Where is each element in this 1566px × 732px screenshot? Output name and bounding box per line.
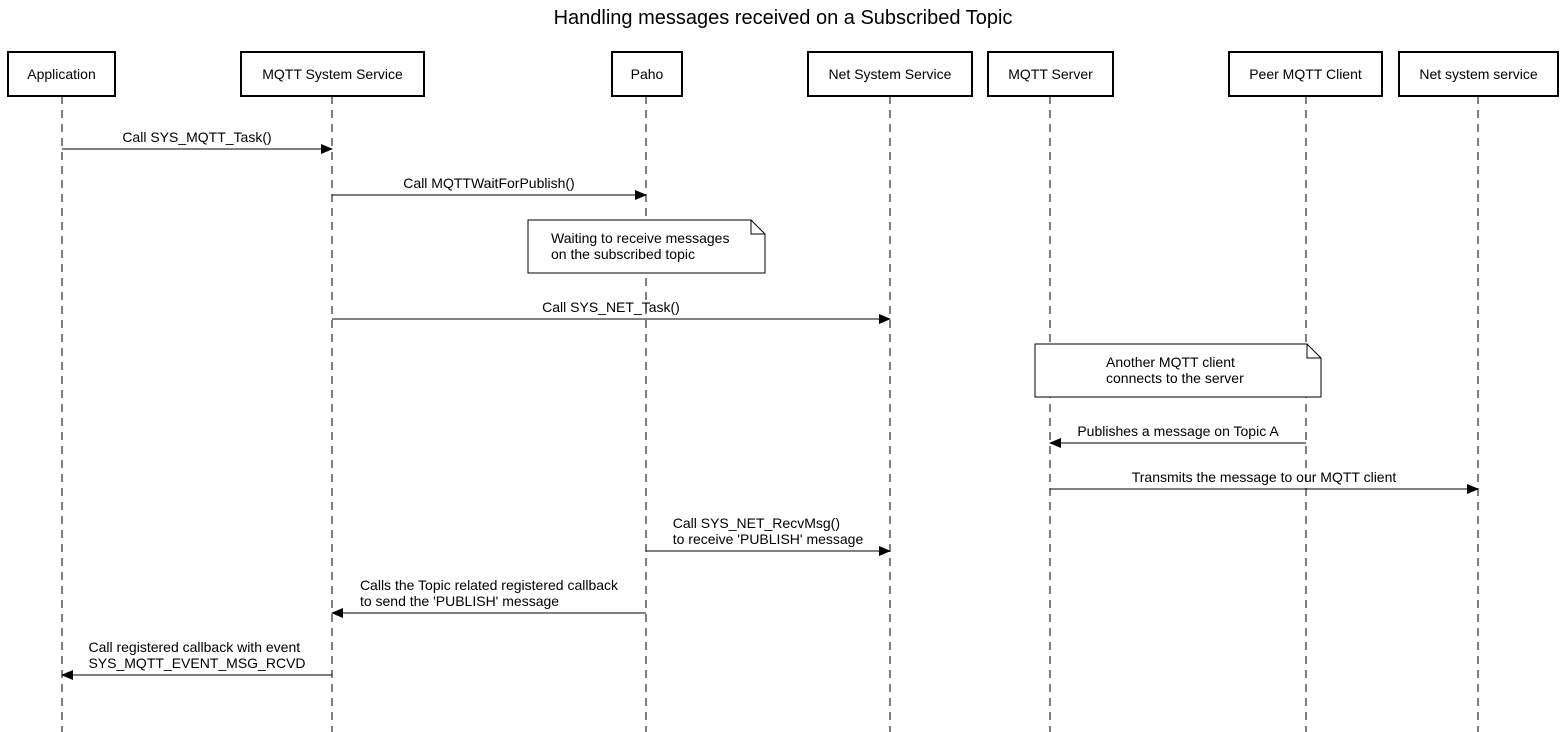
message-label: Publishes a message on Topic A	[1077, 423, 1279, 439]
message-label: to receive 'PUBLISH' message	[673, 531, 864, 547]
participant-box	[1398, 51, 1559, 97]
participant-box	[807, 51, 973, 97]
lifelines	[61, 96, 1479, 732]
message-mqtt_sys-to-paho: Call MQTTWaitForPublish()	[332, 175, 647, 200]
message-label: Call registered callback with event	[88, 639, 300, 655]
message-label: Call MQTTWaitForPublish()	[403, 175, 574, 191]
note-text: connects to the server	[1106, 370, 1244, 386]
participant-net_sys: Net System Service	[807, 51, 973, 97]
message-peer-to-mqtt_server: Publishes a message on Topic A	[1049, 423, 1306, 448]
message-label: SYS_MQTT_EVENT_MSG_RCVD	[88, 655, 305, 671]
participant-label: Net System Service	[829, 66, 952, 82]
message-label: to send the 'PUBLISH' message	[360, 593, 559, 609]
diagram-title: Handling messages received on a Subscrib…	[554, 7, 1013, 29]
participant-mqtt_server: MQTT Server	[987, 51, 1114, 97]
message-label: Call SYS_NET_Task()	[542, 299, 680, 315]
message-paho-to-mqtt_sys: Calls the Topic related registered callb…	[331, 577, 646, 618]
participant-net_sys2: Net system service	[1398, 51, 1559, 97]
note-fold	[1306, 344, 1321, 359]
message-label: Transmits the message to our MQTT client	[1132, 469, 1397, 485]
participant-paho: Paho	[611, 51, 683, 97]
participant-box	[611, 51, 683, 97]
participant-mqtt_sys: MQTT System Service	[240, 51, 425, 97]
message-label: Call SYS_NET_RecvMsg()	[673, 515, 840, 531]
participant-label: MQTT Server	[1008, 66, 1093, 82]
messages: Call SYS_MQTT_Task() Call MQTTWaitForPubl…	[61, 129, 1479, 680]
message-mqtt_sys-to-net_sys: Call SYS_NET_Task()	[332, 299, 891, 324]
note-text: Waiting to receive messages	[551, 230, 729, 246]
participant-peer: Peer MQTT Client	[1228, 51, 1383, 97]
participant-box	[987, 51, 1114, 97]
message-app-to-mqtt_sys: Call SYS_MQTT_Task()	[62, 129, 333, 154]
message-label: Calls the Topic related registered callb…	[360, 577, 619, 593]
note-body	[527, 219, 766, 274]
participant-label: Net system service	[1419, 66, 1537, 82]
participant-box	[240, 51, 425, 97]
message-mqtt_sys-to-app: Call registered callback with eventSYS_M…	[61, 639, 332, 680]
participant-label: MQTT System Service	[262, 66, 403, 82]
participant-label: Peer MQTT Client	[1249, 66, 1362, 82]
note-text: Another MQTT client	[1106, 354, 1235, 370]
participant-app: Application	[7, 51, 116, 97]
message-label: Call SYS_MQTT_Task()	[122, 129, 271, 145]
note-body	[1034, 343, 1322, 398]
participant-box	[1228, 51, 1383, 97]
message-mqtt_server-to-net_sys2: Transmits the message to our MQTT client	[1050, 469, 1479, 494]
participants: Application MQTT System Service Paho Net Sy…	[7, 51, 1559, 97]
note-text: on the subscribed topic	[551, 246, 695, 262]
note-fold	[750, 220, 765, 235]
participant-box	[7, 51, 116, 97]
participant-label: Paho	[631, 66, 664, 82]
participant-label: Application	[27, 66, 96, 82]
message-paho-to-net_sys: Call SYS_NET_RecvMsg()to receive 'PUBLIS…	[646, 515, 891, 556]
